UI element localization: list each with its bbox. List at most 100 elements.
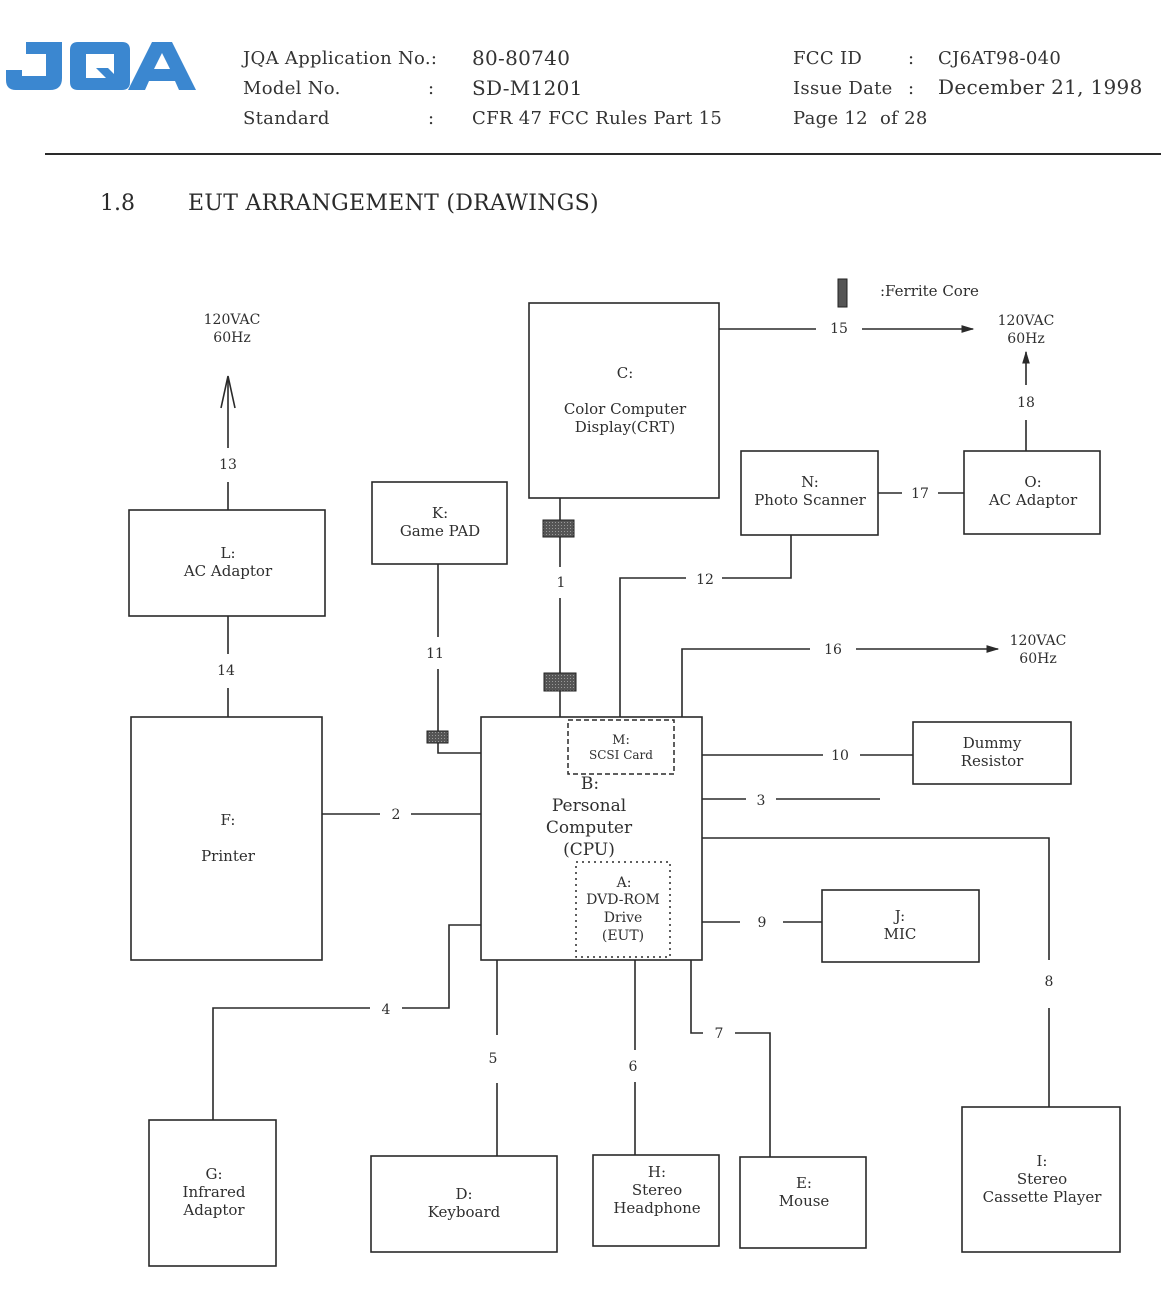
- device-C-display-box: [528, 302, 720, 499]
- device-H-label: Headphone: [613, 1199, 700, 1217]
- fcc-id-value: CJ6AT98-040: [938, 48, 1062, 69]
- cable-number-15: 15: [830, 321, 848, 337]
- device-K-id: K:: [432, 504, 448, 522]
- ferrite-core-legend-label: :Ferrite Core: [880, 282, 979, 300]
- device-H-id: H:: [648, 1163, 666, 1181]
- cable-number-1: 1: [557, 575, 566, 591]
- cable-number-16: 16: [824, 642, 842, 658]
- device-H-label: Stereo: [632, 1181, 682, 1199]
- device-K-game-pad-box: [371, 481, 508, 565]
- application-label: JQA Application No.:: [243, 48, 438, 69]
- device-dummy-resistor-box: [912, 721, 1072, 785]
- device-F-label: Printer: [201, 847, 256, 865]
- power-source-label: 120VAC: [204, 312, 261, 328]
- cable-number-3: 3: [757, 793, 766, 809]
- cable-4-right: [402, 924, 481, 1009]
- standard-label: Standard: [243, 108, 330, 129]
- cable-number-9: 9: [758, 915, 767, 931]
- device-O-id: O:: [1024, 473, 1041, 491]
- arrow-13-icon: [220, 375, 236, 409]
- device-C-id: C:: [617, 364, 634, 382]
- fcc-id-separator: :: [908, 48, 915, 69]
- device-O-label: AC Adaptor: [988, 491, 1078, 509]
- cable-7-left: [690, 960, 703, 1034]
- power-source-label: 120VAC: [1010, 633, 1067, 649]
- cable-number-17: 17: [911, 486, 929, 502]
- power-source-label: 60Hz: [213, 330, 250, 346]
- device-G-infrared-box: [148, 1119, 277, 1267]
- device-D-id: D:: [455, 1185, 472, 1203]
- cable-number-5: 5: [489, 1051, 498, 1067]
- device-J-mic-box: [821, 889, 980, 963]
- device-D-label: Keyboard: [428, 1203, 501, 1221]
- cable-8-upper: [702, 837, 1050, 960]
- device-F-printer-box: [130, 716, 323, 961]
- cable-number-4: 4: [382, 1002, 391, 1018]
- device-N-label: Photo Scanner: [754, 491, 866, 509]
- cable-number-8: 8: [1045, 974, 1054, 990]
- cable-number-10: 10: [831, 748, 849, 764]
- ferrite-core-icon: [542, 519, 575, 538]
- device-L-ac-adaptor-box: [128, 509, 326, 617]
- cable-number-7: 7: [715, 1026, 724, 1042]
- device-dummy-resistor-label: Resistor: [961, 752, 1024, 770]
- device-C-label: Color Computer: [564, 400, 687, 418]
- jqa-logo: [6, 42, 196, 90]
- standard-separator: :: [428, 108, 435, 129]
- model-separator: :: [428, 78, 435, 99]
- power-source-label: 60Hz: [1019, 651, 1056, 667]
- standard-value: CFR 47 FCC Rules Part 15: [472, 108, 723, 129]
- power-source-label: 60Hz: [1007, 331, 1044, 347]
- device-A-label: DVD-ROM: [586, 892, 660, 908]
- device-C-label: Display(CRT): [575, 418, 676, 436]
- device-J-label: MIC: [884, 925, 917, 943]
- device-B-label: (CPU): [563, 840, 615, 860]
- device-N-id: N:: [801, 473, 819, 491]
- device-B-id: B:: [581, 774, 599, 794]
- device-I-label: Stereo: [1017, 1170, 1067, 1188]
- device-O-ac-adaptor-box: [963, 450, 1101, 535]
- device-A-label: Drive: [604, 910, 643, 926]
- application-value: 80-80740: [472, 46, 571, 70]
- section-number: 1.8: [100, 191, 135, 216]
- fcc-id-label: FCC ID: [793, 48, 863, 69]
- device-G-label: Adaptor: [182, 1201, 245, 1219]
- device-I-label: Cassette Player: [983, 1188, 1103, 1206]
- device-L-label: AC Adaptor: [183, 562, 273, 580]
- issue-date-value: December 21, 1998: [938, 75, 1143, 99]
- device-G-id: G:: [205, 1165, 222, 1183]
- cable-number-6: 6: [629, 1059, 638, 1075]
- device-I-id: I:: [1037, 1152, 1048, 1170]
- cable-number-2: 2: [392, 807, 401, 823]
- device-J-id: J:: [893, 907, 905, 925]
- device-A-dvd-rom-box: [575, 861, 671, 958]
- device-H-headphone-box: [592, 1154, 720, 1247]
- cable-7-right: [735, 1032, 771, 1157]
- cable-number-18: 18: [1017, 395, 1035, 411]
- cable-number-13: 13: [219, 457, 237, 473]
- ferrite-core-legend-icon: [837, 278, 848, 308]
- cable-number-14: 14: [217, 663, 235, 679]
- device-N-photo-scanner-box: [740, 450, 879, 536]
- device-M-scsi-card-box: [567, 719, 675, 775]
- cable-12-right: [722, 535, 792, 579]
- power-source-label: 120VAC: [998, 313, 1055, 329]
- model-value: SD-M1201: [472, 76, 583, 100]
- cable-11-lower: [437, 669, 481, 754]
- device-G-label: Infrared: [183, 1183, 246, 1201]
- device-K-label: Game PAD: [400, 522, 480, 540]
- device-F-id: F:: [221, 811, 236, 829]
- device-M-id: M:: [612, 733, 630, 748]
- device-D-keyboard-box: [370, 1155, 558, 1253]
- page-indicator: Page 12 of 28: [793, 108, 928, 129]
- device-A-label: (EUT): [602, 928, 644, 944]
- model-label: Model No.: [243, 78, 341, 99]
- device-B-pc-box: [480, 716, 703, 961]
- device-E-mouse-box: [739, 1156, 867, 1249]
- cable-number-12: 12: [696, 572, 714, 588]
- device-dummy-resistor-label: Dummy: [963, 734, 1022, 752]
- device-M-label: SCSI Card: [589, 748, 653, 762]
- header-divider: [45, 153, 1161, 155]
- section-title: EUT ARRANGEMENT (DRAWINGS): [188, 191, 599, 216]
